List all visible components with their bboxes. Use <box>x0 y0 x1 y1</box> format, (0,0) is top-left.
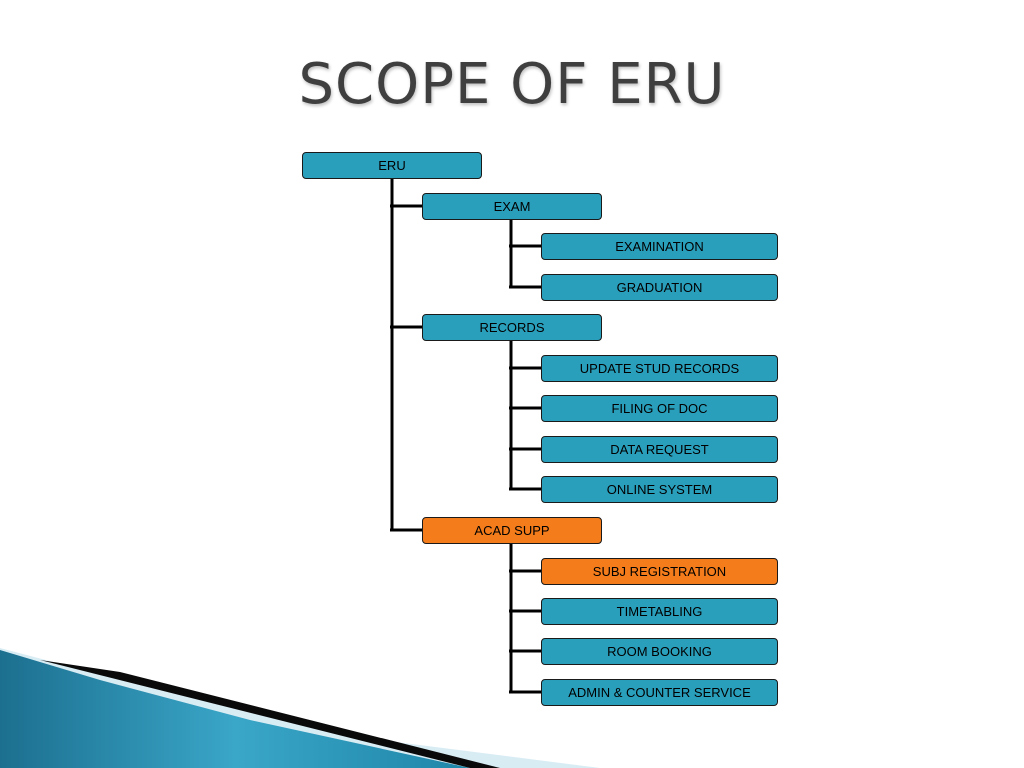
node-exam: EXAM <box>422 193 602 220</box>
node-online-system: ONLINE SYSTEM <box>541 476 778 503</box>
page-title: SCOPE OF ERU <box>298 52 726 117</box>
node-filing-of-doc: FILING OF DOC <box>541 395 778 422</box>
node-data-request: DATA REQUEST <box>541 436 778 463</box>
node-update-stud-records: UPDATE STUD RECORDS <box>541 355 778 382</box>
node-acad-supp: ACAD SUPP <box>422 517 602 544</box>
node-graduation: GRADUATION <box>541 274 778 301</box>
node-eru: ERU <box>302 152 482 179</box>
node-examination: EXAMINATION <box>541 233 778 260</box>
node-subj-registration: SUBJ REGISTRATION <box>541 558 778 585</box>
node-records: RECORDS <box>422 314 602 341</box>
node-room-booking: ROOM BOOKING <box>541 638 778 665</box>
node-timetabling: TIMETABLING <box>541 598 778 625</box>
node-admin-counter-service: ADMIN & COUNTER SERVICE <box>541 679 778 706</box>
